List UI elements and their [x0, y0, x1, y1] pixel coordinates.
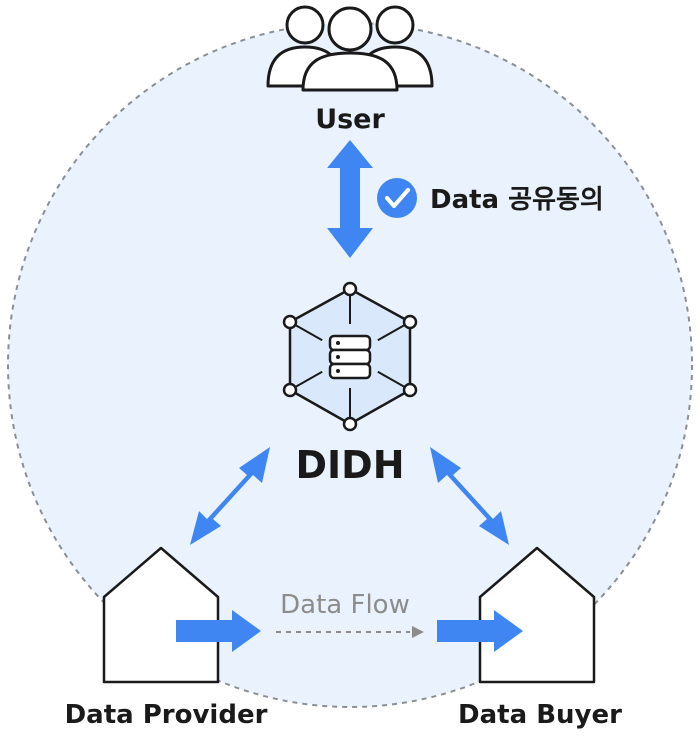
consent-label: Data 공유동의 [430, 185, 604, 215]
buyer-label: Data Buyer [458, 700, 622, 730]
buyer-in-arrow [437, 610, 523, 652]
user-group-icon [266, 5, 434, 92]
user-label: User [315, 104, 385, 135]
database-icon [328, 334, 372, 380]
didh-hub-icon [282, 281, 418, 432]
user-hub-arrow [327, 140, 373, 258]
buyer-house-icon [478, 546, 596, 684]
hub-label: DIDH [295, 443, 404, 487]
hub-provider-arrow [190, 447, 270, 545]
check-icon [377, 178, 417, 218]
provider-out-arrow [176, 610, 261, 652]
data-flow-label: Data Flow [280, 590, 410, 620]
data-flow-line [276, 626, 424, 638]
hub-buyer-arrow [430, 447, 509, 545]
provider-label: Data Provider [65, 700, 268, 730]
